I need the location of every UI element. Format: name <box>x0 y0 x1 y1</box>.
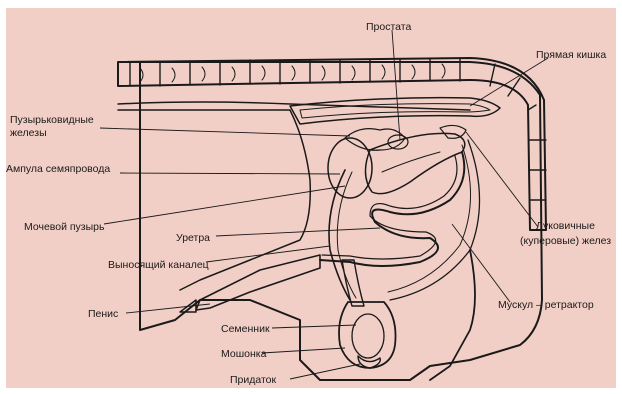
label-bladder: Мочевой пузырь <box>24 221 105 233</box>
label-testis: Семенник <box>221 323 270 335</box>
label-epididymis: Придаток <box>230 374 277 386</box>
label-vas-deferens: Выносящий каналец <box>108 259 209 271</box>
label-ampulla: Ампула семяпровода <box>6 163 110 175</box>
label-vesicular-glands-2: железы <box>10 127 47 139</box>
label-rectum: Прямая кишка <box>536 49 606 61</box>
label-penis: Пенис <box>88 308 118 320</box>
label-bulbourethral-1: Луковичные <box>536 220 595 232</box>
label-scrotum: Мошонка <box>221 348 267 360</box>
label-vesicular-glands-1: Пузырьковидные <box>10 114 94 126</box>
label-urethra: Уретра <box>176 232 210 244</box>
label-retractor-muscle: Мускул – ретрактор <box>498 299 594 311</box>
figure-background <box>6 8 616 388</box>
label-bulbourethral-2: (куперовые) желез <box>520 235 611 247</box>
label-prostate: Простата <box>366 21 411 33</box>
